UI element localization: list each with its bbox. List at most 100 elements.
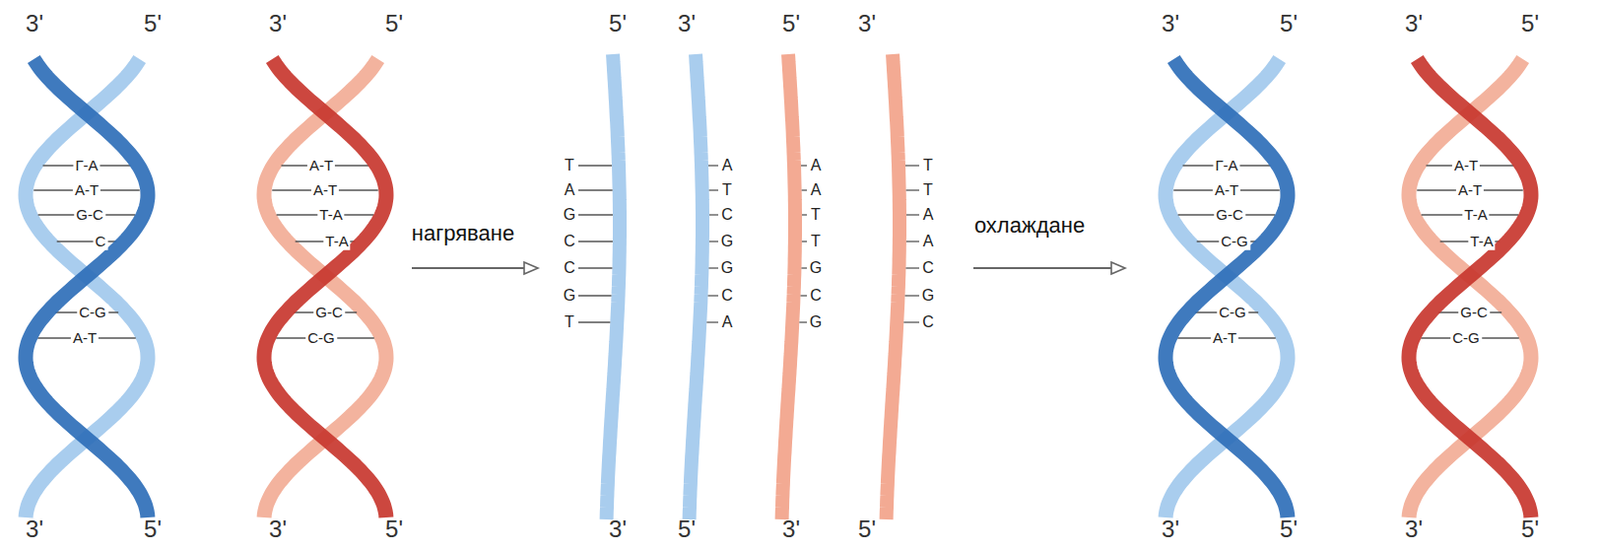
base-tick xyxy=(578,266,612,268)
base-pair-label: A-T xyxy=(72,182,101,200)
base-pair-label: G-C xyxy=(73,206,106,224)
dna-strand xyxy=(25,59,148,518)
base-tick xyxy=(706,321,719,323)
strand-end-label: 5' xyxy=(385,10,403,37)
process-label: нагряване xyxy=(411,221,515,246)
base-tick xyxy=(578,294,612,296)
base-label: A xyxy=(722,313,734,332)
strand-end-label: 5' xyxy=(677,516,696,542)
base-pair-label: A-T xyxy=(311,182,339,200)
base-pair-label: C-G xyxy=(1218,233,1251,251)
base-pair-label: T-A xyxy=(317,206,344,224)
strand-end-label: 3' xyxy=(1404,10,1423,37)
base-label: A xyxy=(923,205,934,224)
strand-end-label: 5' xyxy=(608,10,627,37)
single-dna-strand xyxy=(886,54,900,520)
single-dna-strand xyxy=(606,54,620,520)
base-label: G xyxy=(922,286,934,305)
base-label: T xyxy=(923,156,934,175)
base-tick xyxy=(906,189,920,191)
base-label: A xyxy=(564,181,576,200)
base-label: C xyxy=(922,313,934,332)
base-label: T xyxy=(564,313,575,332)
arrow-head xyxy=(524,262,538,274)
dna-strand xyxy=(1408,59,1532,518)
strand-end-label: 3' xyxy=(25,516,44,542)
strand-end-label: 5' xyxy=(1521,516,1539,542)
base-tick xyxy=(906,213,920,215)
base-label: G xyxy=(563,205,576,224)
base-tick xyxy=(800,266,807,268)
strand-end-label: 3' xyxy=(268,516,287,542)
base-pair-label: Г-A xyxy=(1212,157,1240,175)
base-label: C xyxy=(809,286,822,305)
base-tick xyxy=(801,213,807,215)
base-pair-label: A-T xyxy=(1210,330,1239,347)
strand-end-label: 5' xyxy=(1279,516,1298,542)
strand-end-label: 5' xyxy=(858,516,876,542)
base-pair-label: C xyxy=(93,233,109,251)
base-tick xyxy=(905,294,920,296)
base-label: C xyxy=(922,259,934,277)
base-tick xyxy=(906,240,920,242)
base-pair-label: A-T xyxy=(307,157,335,175)
base-tick xyxy=(801,240,807,242)
base-label: C xyxy=(563,232,576,251)
base-label: G xyxy=(721,232,734,251)
strand-end-label: 3' xyxy=(1404,516,1423,542)
base-label: T xyxy=(923,181,934,200)
dna-strand xyxy=(264,59,387,518)
dna-strand xyxy=(264,59,387,518)
base-pair-label: T-A xyxy=(323,233,350,251)
base-pair-label: C-G xyxy=(305,330,337,347)
base-tick xyxy=(578,213,613,215)
base-label: G xyxy=(809,313,822,332)
base-tick xyxy=(709,213,719,215)
base-pair-label: A-T xyxy=(1456,182,1484,200)
base-label: A xyxy=(722,156,734,175)
dna-strand xyxy=(1165,59,1288,518)
base-tick xyxy=(905,164,920,166)
base-pair-label: G-C xyxy=(1213,206,1246,224)
base-label: A xyxy=(923,232,934,251)
base-pair-label: A-T xyxy=(1452,157,1480,175)
base-tick xyxy=(708,294,719,296)
base-tick xyxy=(578,189,613,191)
strand-end-label: 5' xyxy=(1279,10,1298,37)
base-tick xyxy=(800,294,807,296)
strand-end-label: 3' xyxy=(1161,516,1180,542)
arrow-head xyxy=(1111,262,1126,274)
single-dna-strand xyxy=(689,54,703,520)
base-pair-label: C-G xyxy=(1216,304,1249,322)
base-label: G xyxy=(721,259,734,277)
strand-end-label: 3' xyxy=(677,10,696,37)
strand-end-label: 5' xyxy=(385,516,403,542)
strand-end-label: 5' xyxy=(1521,10,1539,37)
base-tick xyxy=(578,164,612,166)
base-pair-label: T-A xyxy=(1467,233,1495,251)
base-tick xyxy=(800,164,807,166)
base-tick xyxy=(708,164,719,166)
base-tick xyxy=(903,321,920,323)
base-label: G xyxy=(563,286,576,305)
process-arrow xyxy=(411,266,527,269)
base-label: A xyxy=(810,156,822,175)
dna-strand xyxy=(1408,59,1532,518)
base-label: T xyxy=(564,156,575,175)
dna-strand xyxy=(25,59,148,518)
base-pair-label: A-T xyxy=(70,330,99,347)
strand-end-label: 3' xyxy=(858,10,876,37)
strand-end-label: 3' xyxy=(782,516,800,542)
base-label: C xyxy=(721,286,734,305)
base-label: T xyxy=(810,205,821,224)
base-label: C xyxy=(721,205,734,224)
base-pair-label: C-G xyxy=(76,304,109,322)
base-tick xyxy=(578,240,613,242)
base-label: T xyxy=(810,232,821,251)
dna-strand xyxy=(1165,59,1288,518)
base-label: C xyxy=(563,259,576,277)
base-pair-label: A-T xyxy=(1212,182,1241,200)
base-tick xyxy=(578,321,610,323)
